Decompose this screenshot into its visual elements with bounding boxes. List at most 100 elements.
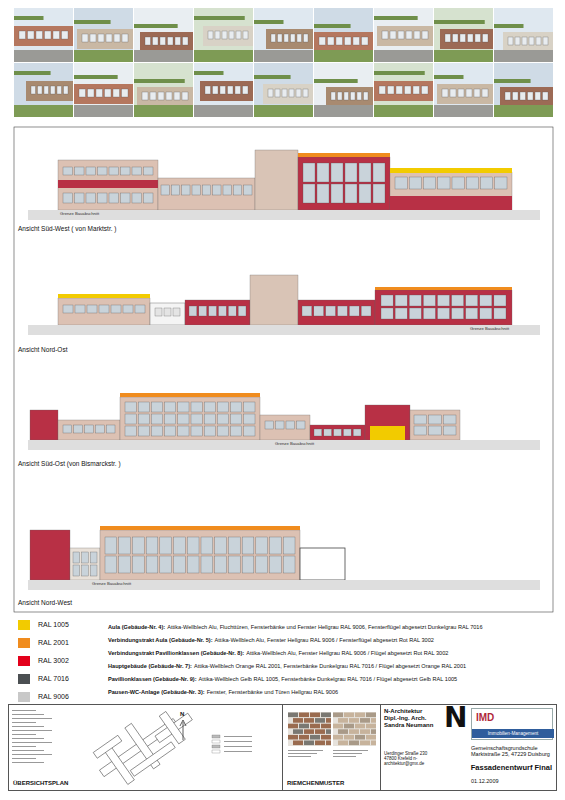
window: [106, 425, 115, 433]
window: [132, 556, 144, 573]
view-caption: Ansicht Nord-Ost: [18, 346, 68, 353]
window: [146, 556, 158, 573]
plan-legend-line: [12, 758, 36, 759]
window: [474, 89, 480, 97]
window: [505, 92, 511, 100]
panel-box: N-Architektur Dipl.-Ing. Arch. Sandra Ne…: [380, 704, 557, 791]
window: [343, 429, 351, 436]
ground-band: [28, 440, 540, 450]
window: [153, 37, 159, 45]
window: [173, 308, 180, 316]
window: [183, 37, 189, 45]
window: [132, 167, 142, 175]
photo-sky: [494, 63, 553, 117]
facade: [58, 160, 158, 210]
brick: [366, 724, 376, 729]
building-name: Pausen-WC-Anlage (Gebäude-Nr. 3):: [108, 689, 205, 695]
photo-ground: [134, 50, 193, 62]
panel-box: RIEMCHENMUSTER: [282, 704, 381, 791]
photo-building: [503, 32, 553, 52]
window: [443, 426, 456, 435]
site-photo: [134, 63, 193, 117]
window: [409, 295, 421, 306]
window: [175, 37, 181, 45]
window: [361, 306, 371, 316]
facade: [410, 410, 460, 440]
window: [217, 426, 228, 436]
window: [114, 34, 120, 42]
building-spec: Attika-Wellblech Gelb RAL 1005, Fensterb…: [199, 676, 458, 682]
building-spec: Attika-Wellblech Alu, Fluchttüren, Fenst…: [167, 624, 482, 630]
window: [178, 402, 189, 412]
window: [238, 306, 246, 316]
window: [429, 415, 442, 424]
building-spec: Attika-Wellblech Alu, Fenster Hellgrau R…: [246, 650, 448, 656]
window: [86, 193, 96, 203]
view-caption: Ansicht Süd-Ost (von Bismarckstr. ): [18, 460, 121, 467]
window: [146, 537, 158, 554]
ground-band: [28, 325, 540, 335]
brick: [371, 729, 376, 734]
brick: [371, 718, 376, 723]
window: [201, 556, 213, 573]
facade: [158, 178, 255, 210]
window: [326, 306, 336, 316]
window: [215, 556, 227, 573]
window: [297, 421, 306, 429]
window: [466, 177, 478, 189]
photo-tree: [374, 16, 418, 20]
wc-building: [150, 303, 185, 325]
plan-key: [212, 740, 220, 743]
window: [396, 86, 403, 94]
brick: [360, 741, 370, 746]
window: [82, 34, 88, 42]
window: [178, 414, 189, 424]
window: [63, 425, 72, 433]
window: [328, 37, 335, 45]
window: [466, 295, 478, 306]
window: [244, 414, 255, 424]
plan-legend-line: [12, 714, 44, 715]
window: [460, 34, 466, 42]
photo-building: [440, 29, 493, 49]
window: [362, 37, 369, 45]
window: [142, 92, 148, 100]
window: [144, 167, 154, 175]
logo-letter: N: [444, 704, 467, 732]
brick: [326, 729, 331, 734]
view-caption: Ansicht Süd-West ( von Marktstr. ): [18, 225, 117, 232]
window: [390, 31, 396, 39]
photo-building: [137, 87, 193, 107]
photo-sky: [254, 63, 313, 117]
site-photo: [194, 8, 253, 62]
spec-line: Pausen-WC-Anlage (Gebäude-Nr. 3):Fenster…: [108, 689, 338, 696]
plan-legend-line: [12, 718, 52, 719]
window: [105, 89, 112, 97]
photo-tree: [494, 79, 531, 83]
photo-ground: [14, 105, 73, 117]
window: [314, 306, 324, 316]
facade: [390, 172, 512, 210]
window: [268, 89, 273, 97]
window: [228, 556, 240, 573]
plan-key-line: [224, 746, 252, 747]
window: [349, 306, 359, 316]
window: [243, 86, 249, 94]
photo-strip: [14, 8, 553, 117]
photo-building: [314, 32, 373, 52]
plan-building: [159, 711, 185, 743]
window: [481, 177, 493, 189]
photo-sky: [14, 8, 73, 62]
brick: [299, 724, 309, 729]
brick: [293, 741, 303, 746]
project-name: Gemeinschaftsgrundschule Marktstraße 25,…: [471, 745, 555, 758]
window: [191, 414, 202, 424]
photo-sky: [134, 63, 193, 117]
brick: [293, 729, 303, 734]
window: [192, 185, 200, 195]
window: [178, 426, 189, 436]
photo-ground: [74, 105, 133, 117]
window: [289, 89, 294, 97]
plan-legend-line: [12, 730, 52, 731]
stair-tower: [255, 150, 298, 210]
